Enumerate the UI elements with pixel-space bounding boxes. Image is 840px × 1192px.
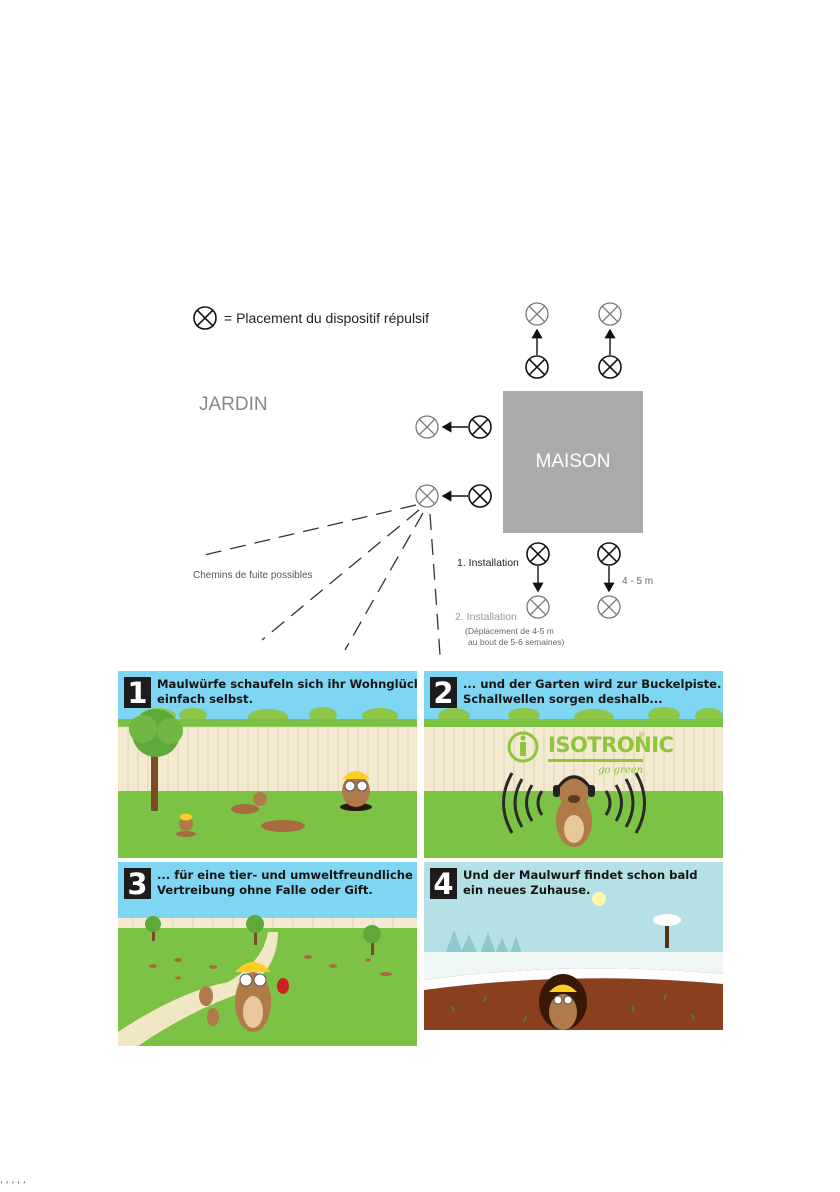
isotronic-logo-registered: ® [638, 731, 645, 739]
isotronic-logo-icon [507, 731, 539, 763]
panel-1-number: 1 [124, 677, 151, 708]
house-block [503, 391, 643, 533]
panel-4: 4 Und der Maulwurf findet schon bald ein… [424, 862, 723, 1046]
marker-bottom-right-new-icon [597, 595, 621, 619]
footer-marks: ʼ ʻ ʼ ʻ ʼ [0, 1181, 26, 1191]
panel-4-line1: Und der Maulwurf findet schon bald [463, 868, 698, 882]
panel-2-caption: 2 ... und der Garten wird zur Buckelpist… [430, 677, 721, 708]
panel-2: ISOTRONIC ® go green 2 ... und der Garte… [424, 671, 723, 858]
isotronic-logo: ISOTRONIC ® go green [506, 731, 674, 789]
garden-label: JARDIN [199, 394, 268, 415]
panel-2-line2: Schallwellen sorgen deshalb... [463, 692, 663, 706]
marker-top-right-icon [598, 355, 622, 379]
panel-3-line2: Vertreibung ohne Falle oder Gift. [157, 883, 373, 897]
marker-left-lower-new-icon [415, 484, 439, 508]
install2-note-line2: au bout de 5-6 semaines) [468, 637, 565, 647]
panel-1-line1: Maulwürfe schaufeln sich ihr Wohnglück [157, 677, 417, 691]
install1-label: 1. Installation [457, 557, 519, 569]
house-label: MAISON [536, 451, 611, 472]
panel-4-line2: ein neues Zuhause. [463, 883, 591, 897]
marker-top-left-new-icon [525, 302, 549, 326]
legend-marker-icon [193, 306, 217, 330]
panel-4-caption: 4 Und der Maulwurf findet schon bald ein… [430, 868, 698, 899]
install2-note-line1: (Déplacement de 4-5 m [465, 626, 554, 636]
marker-left-upper-icon [468, 415, 492, 439]
escape-paths [199, 504, 441, 656]
panel-3: 3 ... für eine tier- und umweltfreundlic… [118, 862, 417, 1046]
isotronic-logo-name: ISOTRONIC [548, 733, 674, 757]
panel-2-number: 2 [430, 677, 457, 708]
panel-3-number: 3 [124, 868, 151, 899]
marker-top-left-icon [525, 355, 549, 379]
panel-2-line1: ... und der Garten wird zur Buckelpiste. [463, 677, 722, 691]
panel-2-illustration [424, 671, 723, 858]
panel-4-number: 4 [430, 868, 457, 899]
marker-left-upper-new-icon [415, 415, 439, 439]
panel-1-line2: einfach selbst. [157, 692, 254, 706]
marker-left-lower-icon [468, 484, 492, 508]
marker-bottom-left-new-icon [526, 595, 550, 619]
legend-text: = Placement du dispositif répulsif [224, 310, 429, 326]
isotronic-logo-slogan: go green [598, 765, 644, 776]
placement-diagram: = Placement du dispositif répulsif JARDI… [193, 302, 653, 656]
install2-label: 2. Installation [455, 611, 517, 623]
isotronic-logo-underline [548, 759, 643, 762]
marker-bottom-right-icon [597, 542, 621, 566]
panel-1: 1 Maulwürfe schaufeln sich ihr Wohnglück… [118, 671, 417, 858]
panel-3-caption: 3 ... für eine tier- und umweltfreundlic… [124, 868, 413, 899]
panel-1-caption: 1 Maulwürfe schaufeln sich ihr Wohnglück… [124, 677, 417, 708]
escape-label: Chemins de fuite possibles [193, 570, 313, 581]
panel-3-illustration [118, 862, 417, 1046]
panel-3-line1: ... für eine tier- und umweltfreundliche [157, 868, 413, 882]
panel-4-illustration [424, 862, 723, 1046]
panel-1-illustration [118, 671, 417, 858]
distance-label: 4 - 5 m [622, 576, 653, 587]
marker-bottom-left-icon [526, 542, 550, 566]
marker-top-right-new-icon [598, 302, 622, 326]
